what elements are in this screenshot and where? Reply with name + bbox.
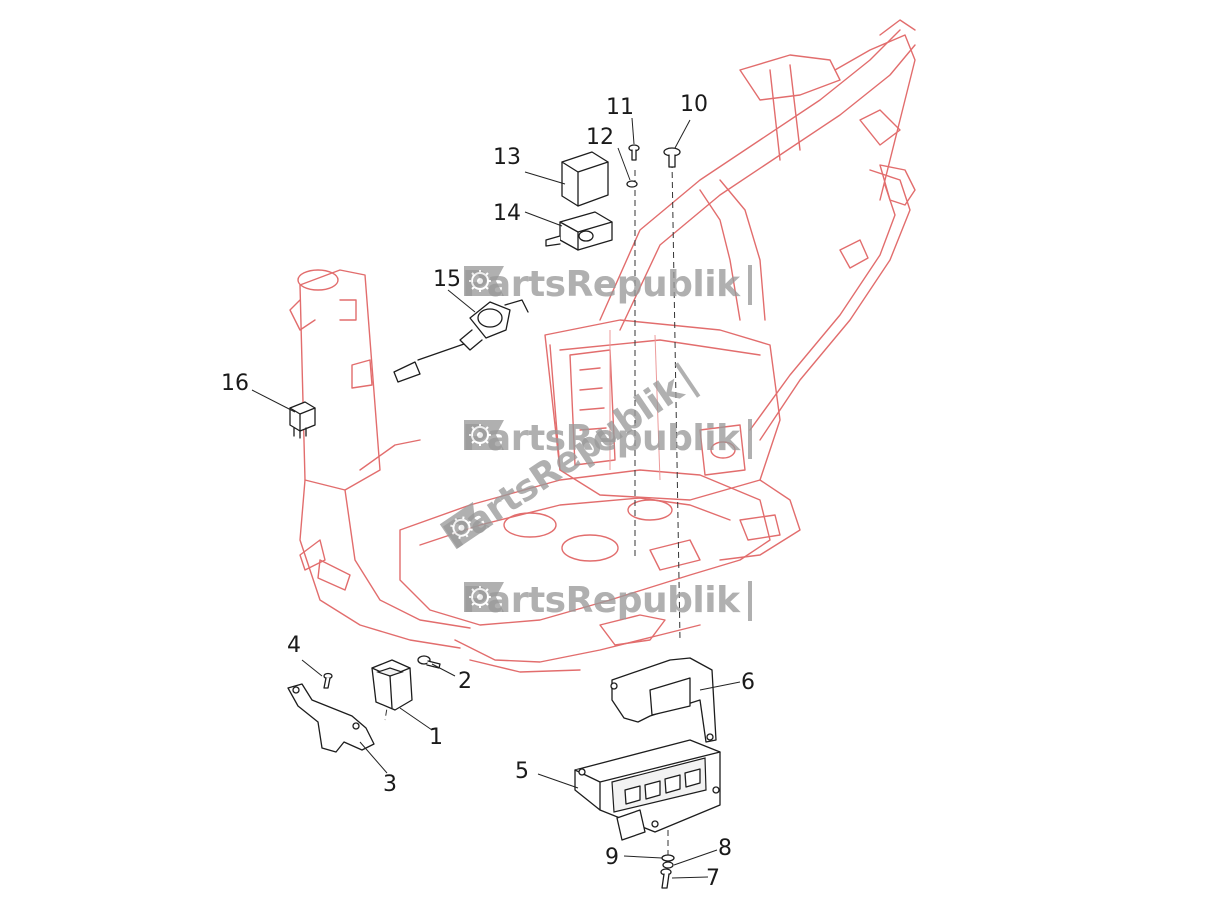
screw-4 (323, 672, 333, 689)
relay-holder (545, 211, 613, 251)
callout-9: 9 (605, 845, 619, 870)
assembly-lines (384, 161, 681, 855)
washer-12 (626, 180, 638, 188)
callout-labels: 1 2 3 4 5 6 7 8 9 10 11 12 13 14 15 16 (221, 92, 755, 891)
callout-2: 2 (458, 669, 472, 694)
relay-box (561, 151, 609, 207)
callout-14: 14 (493, 201, 521, 226)
bolt-7 (660, 868, 672, 889)
leader-lines (251, 117, 741, 879)
callout-6: 6 (741, 670, 755, 695)
callout-12: 12 (586, 125, 614, 150)
small-relay (289, 401, 316, 439)
ecu-bracket (610, 657, 717, 743)
washer-8 (662, 861, 674, 869)
bolt-2 (417, 655, 441, 669)
callout-15: 15 (433, 267, 461, 292)
callout-3: 3 (383, 772, 397, 797)
callout-7: 7 (706, 866, 720, 891)
callout-11: 11 (606, 95, 634, 120)
callout-8: 8 (718, 836, 732, 861)
ecu-control-unit (574, 739, 721, 841)
callout-10: 10 (680, 92, 708, 117)
sensor-with-cable (393, 299, 529, 383)
scooter-frame (289, 19, 916, 673)
mounting-bracket (287, 683, 375, 753)
screw-10 (663, 147, 681, 168)
callout-13: 13 (493, 145, 521, 170)
callout-16: 16 (221, 371, 249, 396)
washer-9 (661, 854, 675, 862)
callout-4: 4 (287, 633, 301, 658)
callout-1: 1 (429, 725, 443, 750)
callout-5: 5 (515, 759, 529, 784)
screw-11 (628, 144, 640, 161)
sensor-housing (371, 659, 413, 711)
